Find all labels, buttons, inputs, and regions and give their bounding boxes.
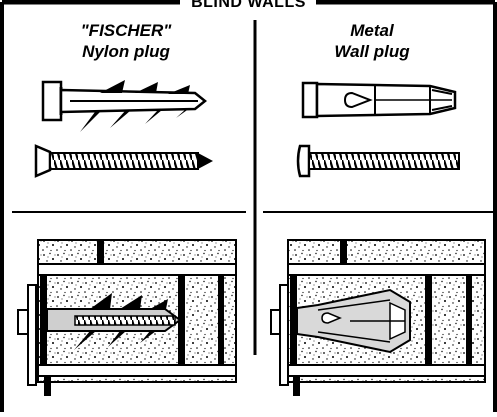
metal-plug-title-line1: Metal (350, 21, 394, 40)
countersunk-screw-icon (34, 144, 213, 178)
metal-plug-wall-section (270, 239, 486, 396)
nylon-plug-wall-section (17, 239, 237, 396)
metal-wall-plug-icon (301, 81, 457, 119)
header-title-text: BLIND WALLS (183, 0, 314, 11)
nylon-plug-title-line2: Nylon plug (82, 42, 170, 61)
nylon-plug-title-line1: "FISCHER" (80, 21, 172, 40)
metal-plug-title-line2: Wall plug (334, 42, 410, 61)
pan-head-bolt-icon (296, 144, 460, 178)
nylon-plug-title: "FISCHER" Nylon plug (26, 20, 226, 62)
header-title: BLIND WALLS (0, 0, 497, 12)
nylon-plug-icon (41, 80, 208, 132)
metal-plug-title: Metal Wall plug (272, 20, 472, 62)
